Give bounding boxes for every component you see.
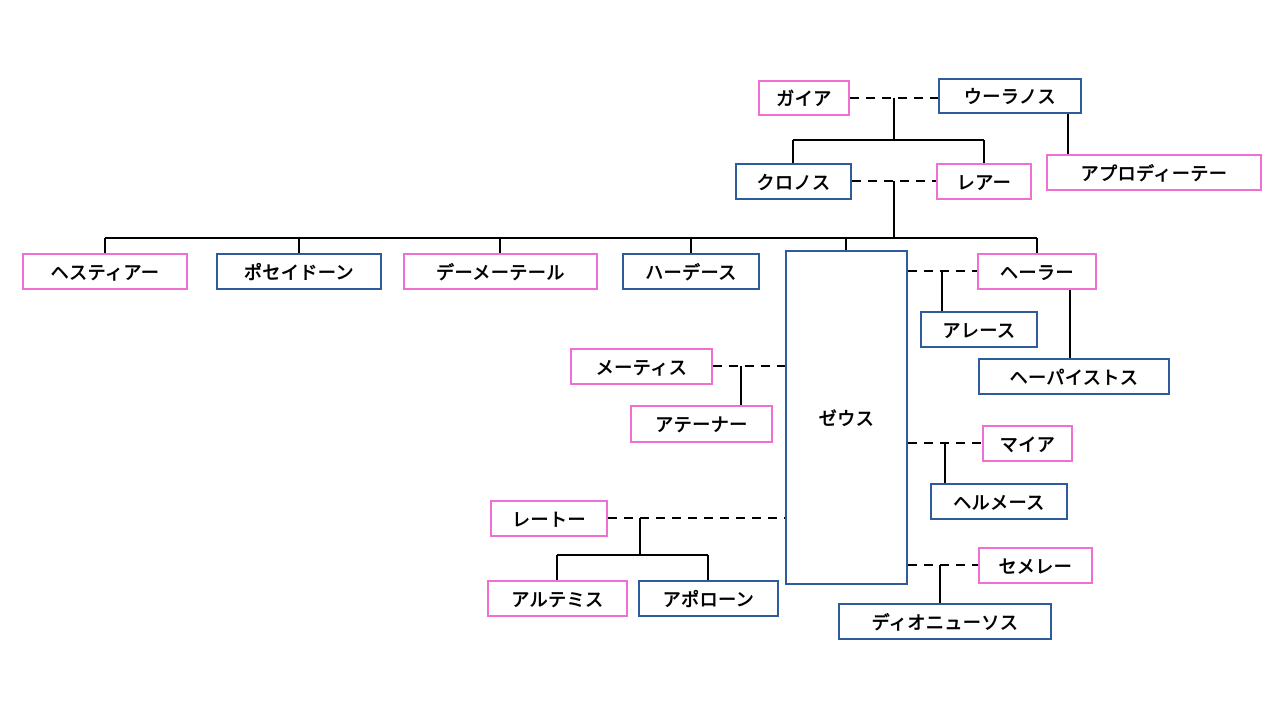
node-uranus: ウーラノス	[938, 78, 1082, 114]
node-dionysus: ディオニューソス	[838, 603, 1052, 640]
node-hades: ハーデース	[622, 253, 760, 290]
node-maia: マイア	[982, 425, 1073, 462]
node-ares: アレース	[920, 311, 1038, 348]
node-rhea: レアー	[936, 163, 1032, 200]
node-artemis: アルテミス	[487, 580, 628, 617]
node-hera: ヘーラー	[977, 253, 1097, 290]
node-zeus: ゼウス	[785, 250, 908, 585]
node-demeter: デーメーテール	[403, 253, 598, 290]
node-poseidon: ポセイドーン	[216, 253, 382, 290]
node-hephaestus: ヘーパイストス	[978, 358, 1170, 395]
node-hestia: ヘスティアー	[22, 253, 188, 290]
descent-gaia-uranus-children	[792, 98, 985, 163]
node-metis: メーティス	[570, 348, 713, 385]
node-leto: レートー	[490, 500, 608, 537]
node-gaia: ガイア	[758, 80, 850, 116]
node-athena: アテーナー	[630, 405, 773, 443]
descent-kronos-rhea-children	[104, 181, 1038, 253]
node-semele: セメレー	[978, 547, 1093, 584]
node-hermes: ヘルメース	[930, 483, 1068, 520]
node-apollo: アポローン	[638, 580, 779, 617]
descent-leto-zeus-children	[556, 518, 709, 580]
node-kronos: クロノス	[735, 163, 852, 200]
node-aphrodite: アプロディーテー	[1046, 154, 1262, 191]
